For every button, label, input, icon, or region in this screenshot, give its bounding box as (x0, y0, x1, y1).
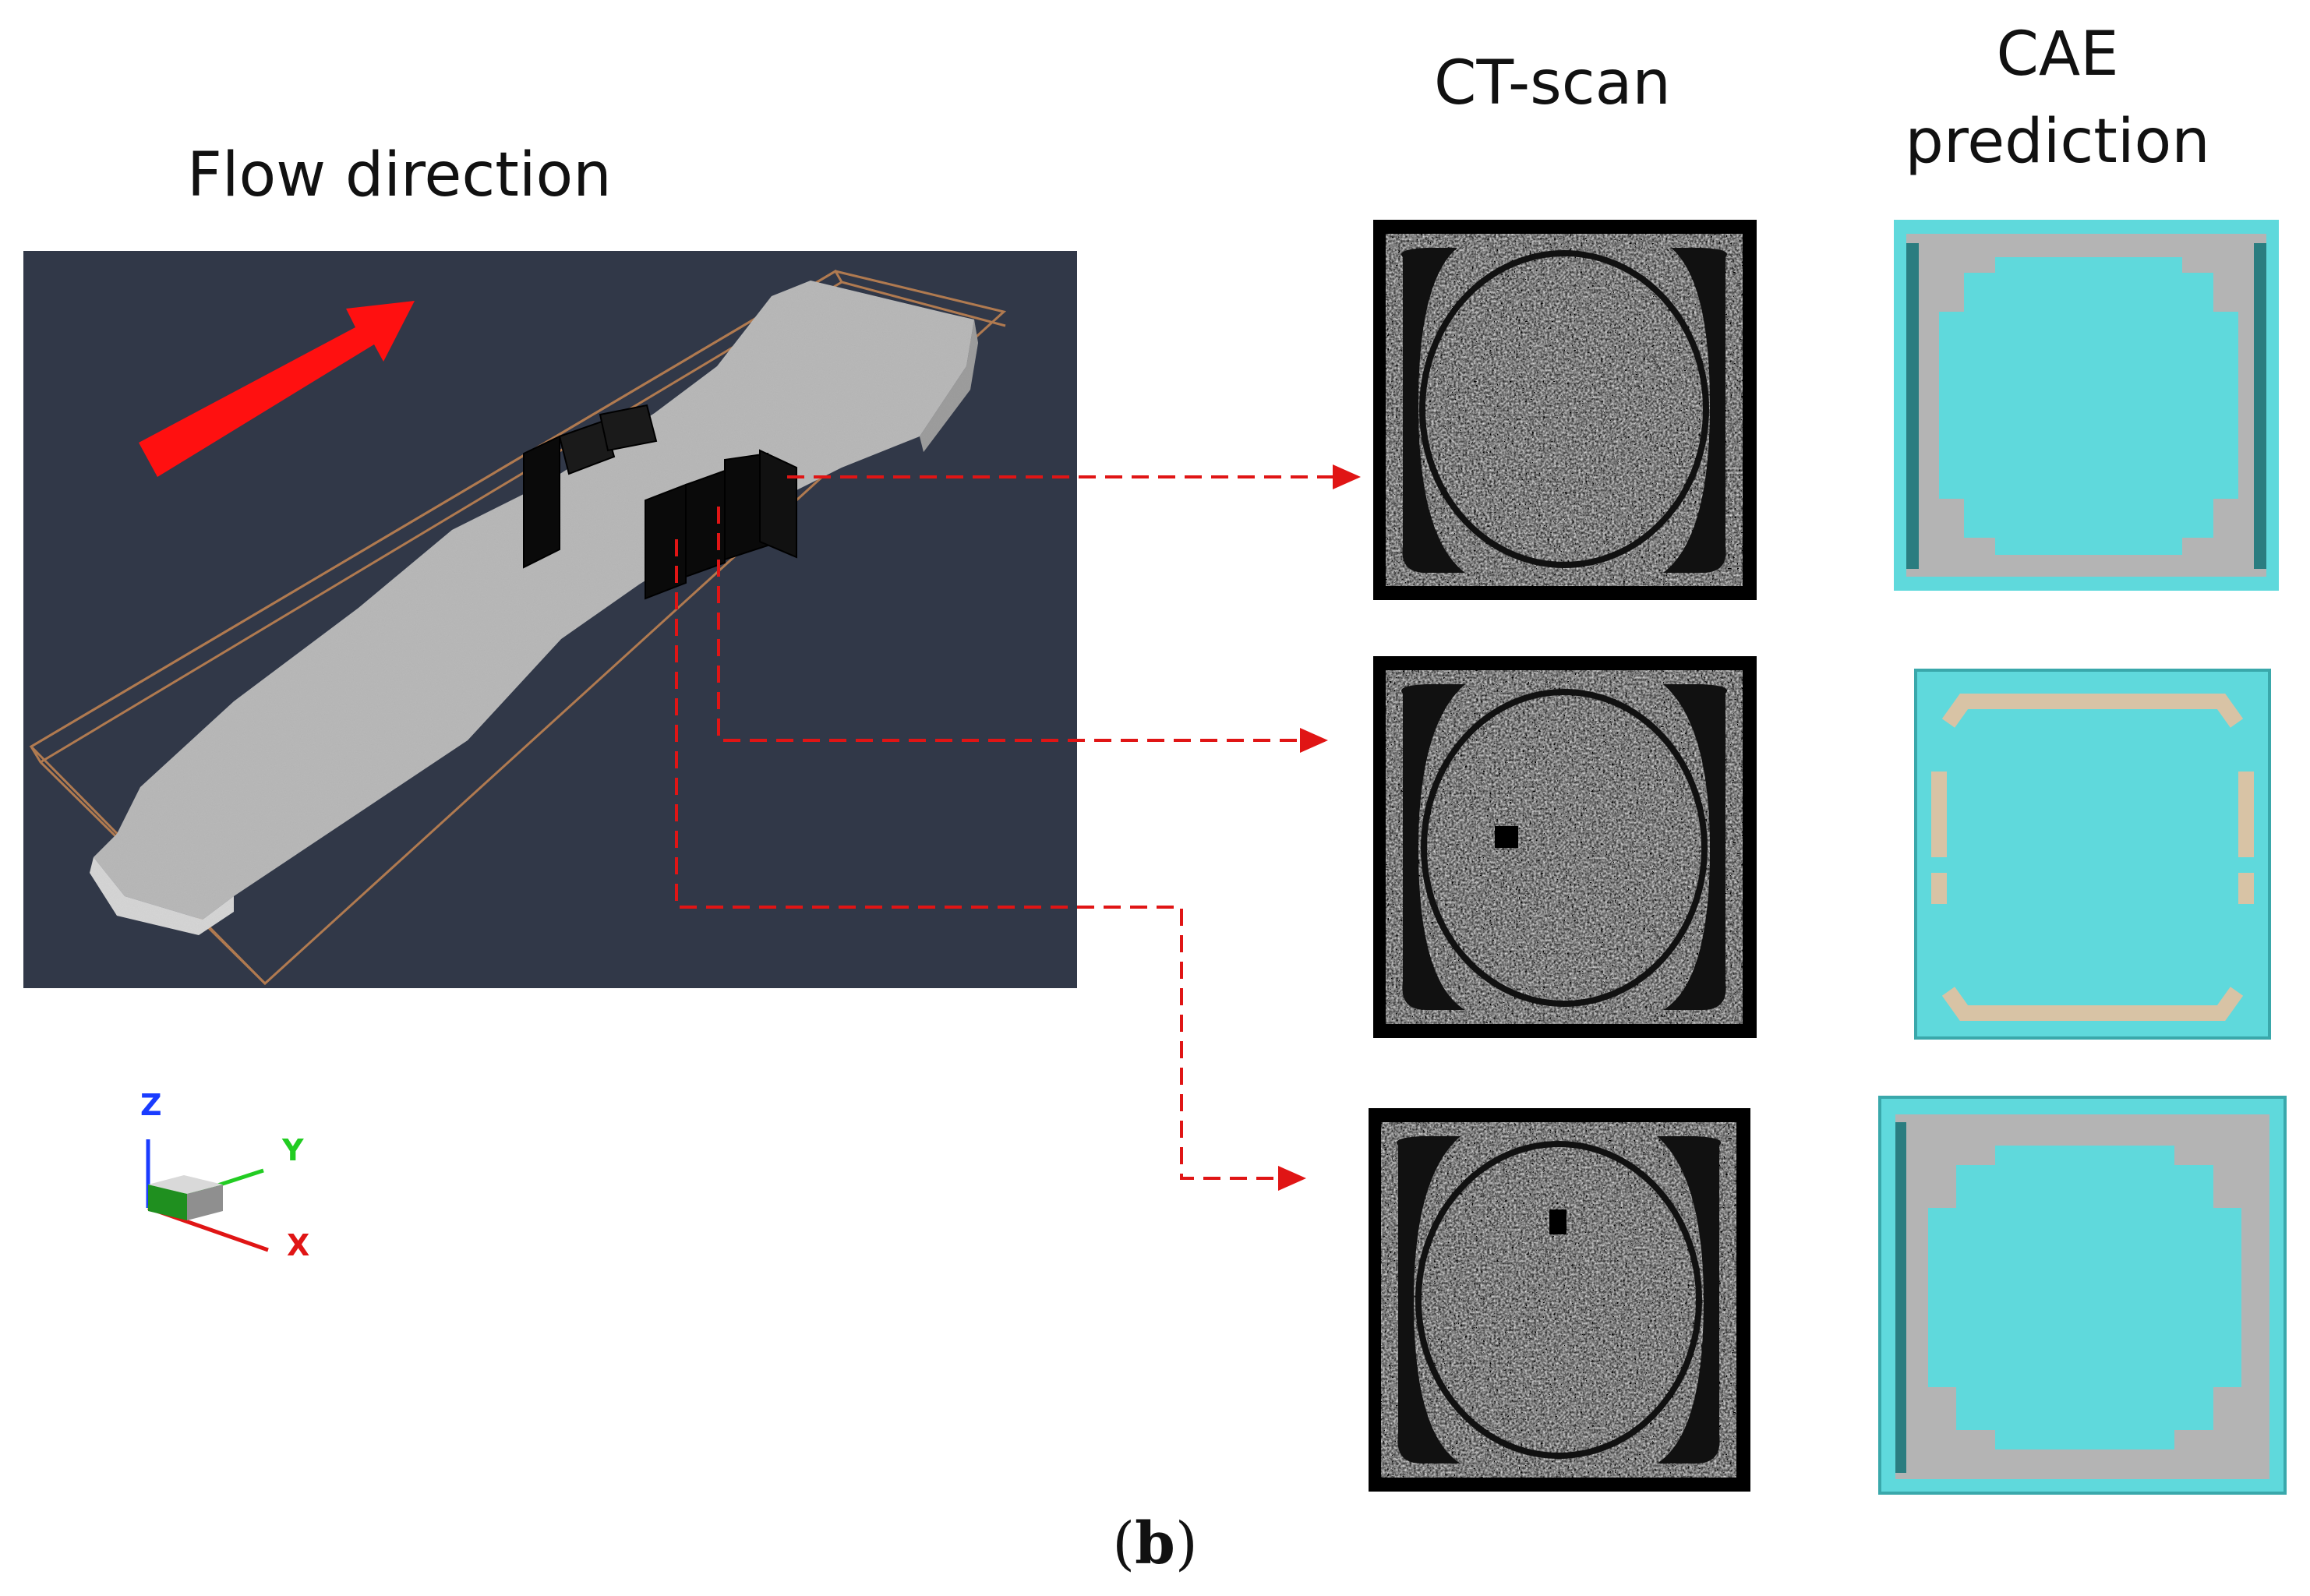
x-axis-label: X (287, 1228, 310, 1262)
section-plane (599, 404, 658, 452)
cae-prediction-column (1878, 220, 2287, 1495)
caption-letter: b (1135, 1510, 1175, 1577)
connector-row-2 (717, 507, 1328, 753)
section-plane (558, 419, 616, 475)
cae-prediction-row-2 (1914, 669, 2271, 1040)
ct-scan-header: CT-scan (1434, 48, 1671, 118)
axes-cube (148, 1175, 223, 1194)
specimen-3d-view (23, 251, 1077, 988)
cae-prediction-row-3 (1878, 1096, 2287, 1495)
ct-scan-column (1369, 220, 1757, 1492)
cae-header-line2: prediction (1905, 107, 2210, 177)
ct-scan-row-3 (1369, 1108, 1750, 1492)
section-plane (759, 449, 797, 559)
y-axis-label: Y (282, 1133, 304, 1167)
connector-row-3 (675, 539, 1306, 1191)
specimen-body (90, 281, 978, 935)
cae-header-line1: CAE (1996, 19, 2119, 90)
section-plane (523, 435, 560, 569)
axes-triad (146, 1139, 269, 1252)
cae-prediction-row-1 (1894, 220, 2279, 591)
z-axis-label: Z (140, 1088, 162, 1122)
connector-lines (675, 464, 1361, 1191)
flow-direction-label: Flow direction (187, 140, 612, 210)
cae-prediction-header: CAE prediction (1902, 11, 2213, 185)
figure-caption: (b) (1112, 1510, 1198, 1577)
section-plane (685, 469, 726, 578)
flow-direction-arrow (139, 301, 415, 477)
ct-scan-row-2 (1373, 656, 1757, 1038)
ct-scan-row-1 (1373, 220, 1757, 600)
section-plane (645, 483, 687, 600)
